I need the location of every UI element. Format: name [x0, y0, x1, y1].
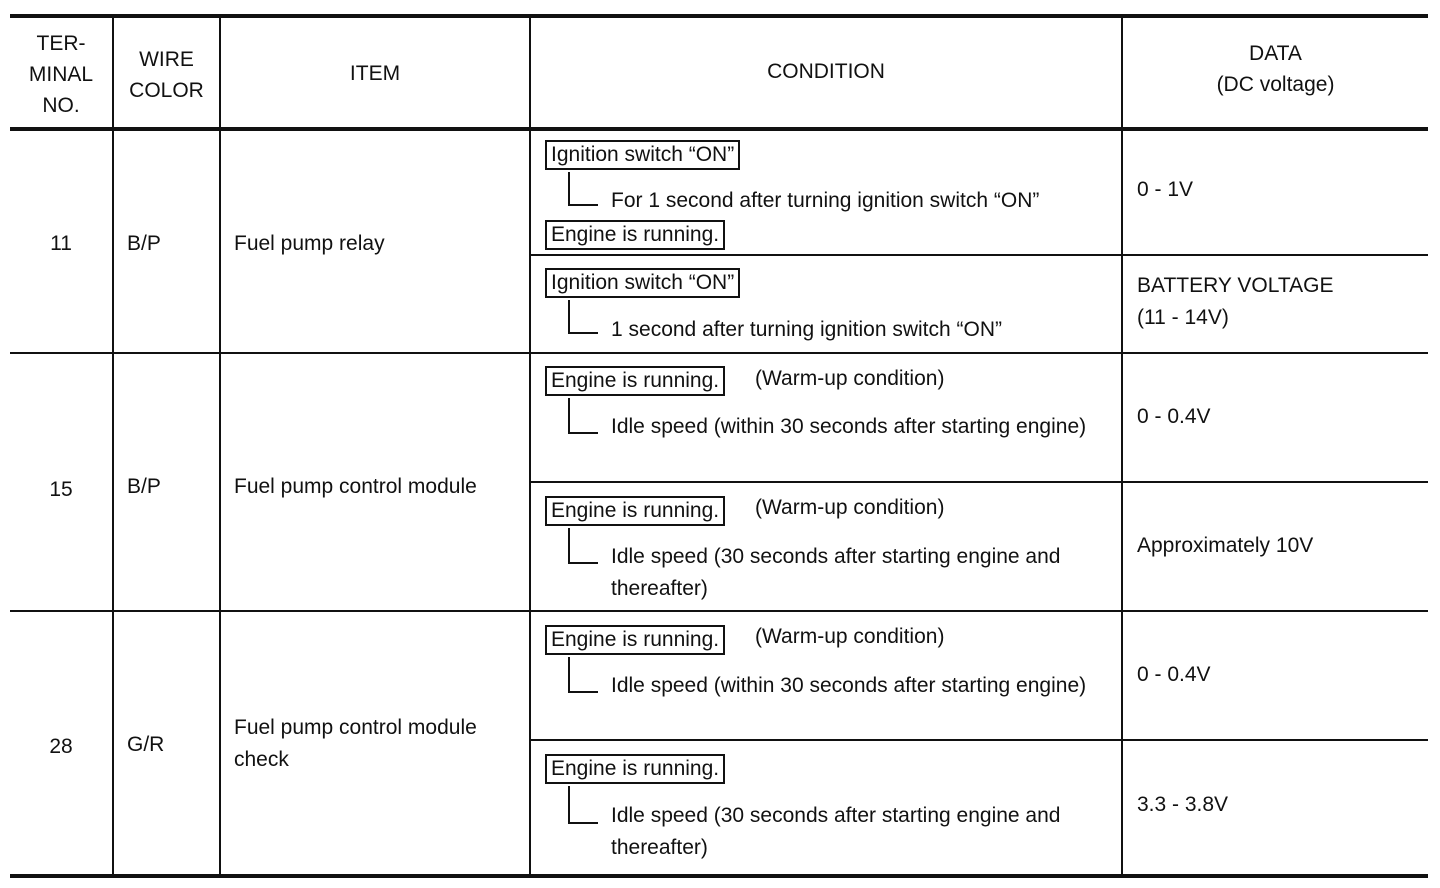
condition-branch-elbow	[568, 172, 598, 206]
row-11-data-2: BATTERY VOLTAGE (11 - 14V)	[1137, 274, 1334, 329]
row-15-data-2: Approximately 10V	[1137, 534, 1314, 557]
row-15-item: Fuel pump control module	[234, 475, 477, 498]
table-bottom-rule	[10, 874, 1428, 878]
condition-branch-elbow	[568, 786, 598, 824]
table-top-rule	[10, 14, 1428, 18]
condition-branch-elbow	[568, 657, 598, 693]
row-11-bottom-rule	[10, 352, 1428, 354]
row-15-terminal: 15	[49, 478, 73, 501]
row-11-item: Fuel pump relay	[234, 232, 385, 255]
row-15-condition-2-detail: Idle speed (30 seconds after starting en…	[611, 545, 1061, 600]
row-28-condition-2-detail: Idle speed (30 seconds after starting en…	[611, 804, 1061, 859]
condition-box-engine-running: Engine is running.	[545, 625, 726, 655]
row-28-divider	[530, 739, 1428, 741]
header-data: DATA (DC voltage)	[1216, 42, 1335, 96]
header-terminal-no: TER- MINAL NO.	[28, 32, 94, 117]
col-rule-1	[112, 16, 114, 876]
col-rule-4	[1121, 16, 1123, 876]
condition-box-ignition-on: Ignition switch “ON”	[545, 140, 741, 170]
row-11-terminal: 11	[50, 232, 72, 255]
row-11-condition-1-detail: For 1 second after turning ignition swit…	[611, 189, 1040, 212]
col-rule-3	[529, 16, 531, 876]
condition-box-engine-running: Engine is running.	[545, 366, 726, 396]
row-28-data-2: 3.3 - 3.8V	[1137, 793, 1229, 816]
condition-branch-elbow	[568, 528, 598, 564]
row-11-wire-color: B/P	[127, 232, 161, 255]
row-28-item: Fuel pump control module check	[234, 716, 477, 771]
condition-note-warm-up: (Warm-up condition)	[755, 496, 945, 519]
condition-box-engine-running: Engine is running.	[545, 496, 726, 526]
condition-branch-elbow	[568, 300, 598, 334]
condition-branch-elbow	[568, 398, 598, 434]
condition-box-engine-running: Engine is running.	[545, 754, 726, 784]
col-rule-2	[219, 16, 221, 876]
row-11-condition-2-detail: 1 second after turning ignition switch “…	[611, 318, 1003, 341]
row-28-terminal: 28	[49, 735, 73, 758]
condition-box-engine-running: Engine is running.	[545, 220, 726, 250]
row-11-divider	[530, 254, 1428, 256]
condition-note-warm-up: (Warm-up condition)	[755, 367, 945, 390]
row-28-condition-1-detail: Idle speed (within 30 seconds after star…	[611, 674, 1087, 697]
header-item: ITEM	[349, 62, 401, 85]
row-15-bottom-rule	[10, 610, 1428, 612]
row-15-divider	[530, 481, 1428, 483]
condition-note-warm-up: (Warm-up condition)	[755, 625, 945, 648]
header-wire-color: WIRE COLOR	[129, 48, 204, 102]
row-11-data-1: 0 - 1V	[1137, 178, 1194, 201]
header-condition: CONDITION	[767, 60, 885, 83]
header-bottom-rule	[10, 127, 1428, 131]
condition-box-ignition-on: Ignition switch “ON”	[545, 268, 741, 298]
row-28-wire-color: G/R	[127, 733, 165, 756]
row-15-condition-1-detail: Idle speed (within 30 seconds after star…	[611, 415, 1087, 438]
row-28-data-1: 0 - 0.4V	[1137, 663, 1211, 686]
row-15-wire-color: B/P	[127, 475, 161, 498]
row-15-data-1: 0 - 0.4V	[1137, 405, 1211, 428]
